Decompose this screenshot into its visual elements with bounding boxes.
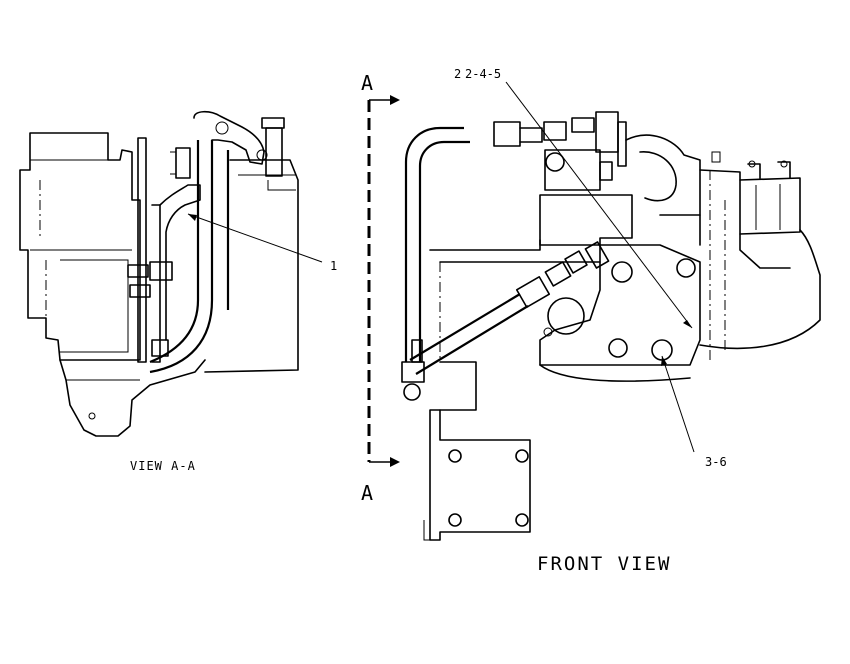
front-view-drawing bbox=[401, 81, 821, 541]
callout-2-prefix: 2 bbox=[454, 67, 461, 81]
section-label-top: A bbox=[361, 71, 373, 95]
section-label-bottom: A bbox=[361, 481, 373, 505]
callout-3-6: 3-6 bbox=[705, 455, 727, 469]
view-a-a-caption: VIEW A-A bbox=[130, 459, 196, 473]
callout-2-4-5: 2-4-5 bbox=[465, 67, 501, 81]
callout-1: 1 bbox=[330, 259, 337, 273]
front-view-caption: FRONT VIEW bbox=[537, 553, 671, 575]
view-a-a-drawing bbox=[19, 110, 323, 437]
section-cut-line bbox=[367, 95, 400, 467]
